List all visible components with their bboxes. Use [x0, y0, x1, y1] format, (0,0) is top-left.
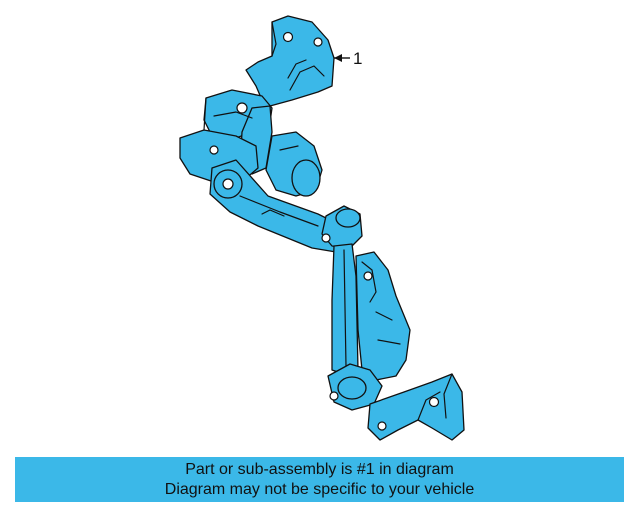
callout-1: 1 — [334, 49, 362, 68]
joint-hole — [329, 391, 339, 401]
sensor-motor-cylinder — [265, 131, 323, 197]
caption-line-1: Part or sub-assembly is #1 in diagram — [185, 461, 454, 478]
callout-label: 1 — [353, 49, 362, 68]
caption-banner: Part or sub-assembly is #1 in diagram Di… — [15, 457, 624, 502]
housing-screw-hole — [236, 102, 248, 114]
upper-ball-joint — [321, 205, 363, 249]
bracket-bolt-hole — [313, 37, 323, 47]
lower-bracket-plate — [355, 251, 411, 381]
lower-ball-joint — [327, 363, 383, 411]
foot-bolt-hole — [377, 421, 387, 431]
parts-diagram: 1 — [179, 15, 465, 441]
upper-mounting-bracket — [245, 15, 335, 107]
joint-hole — [321, 233, 331, 243]
arm-pivot-hole — [222, 178, 234, 190]
caption-line-2: Diagram may not be specific to your vehi… — [164, 481, 475, 498]
housing-screw-hole — [209, 145, 219, 155]
plate-hole — [363, 271, 373, 281]
lower-mounting-bracket — [367, 373, 465, 441]
sensor-housing — [179, 89, 273, 183]
linkage-rod — [331, 243, 359, 375]
foot-bolt-hole — [428, 396, 440, 408]
bracket-bolt-hole — [282, 31, 294, 43]
